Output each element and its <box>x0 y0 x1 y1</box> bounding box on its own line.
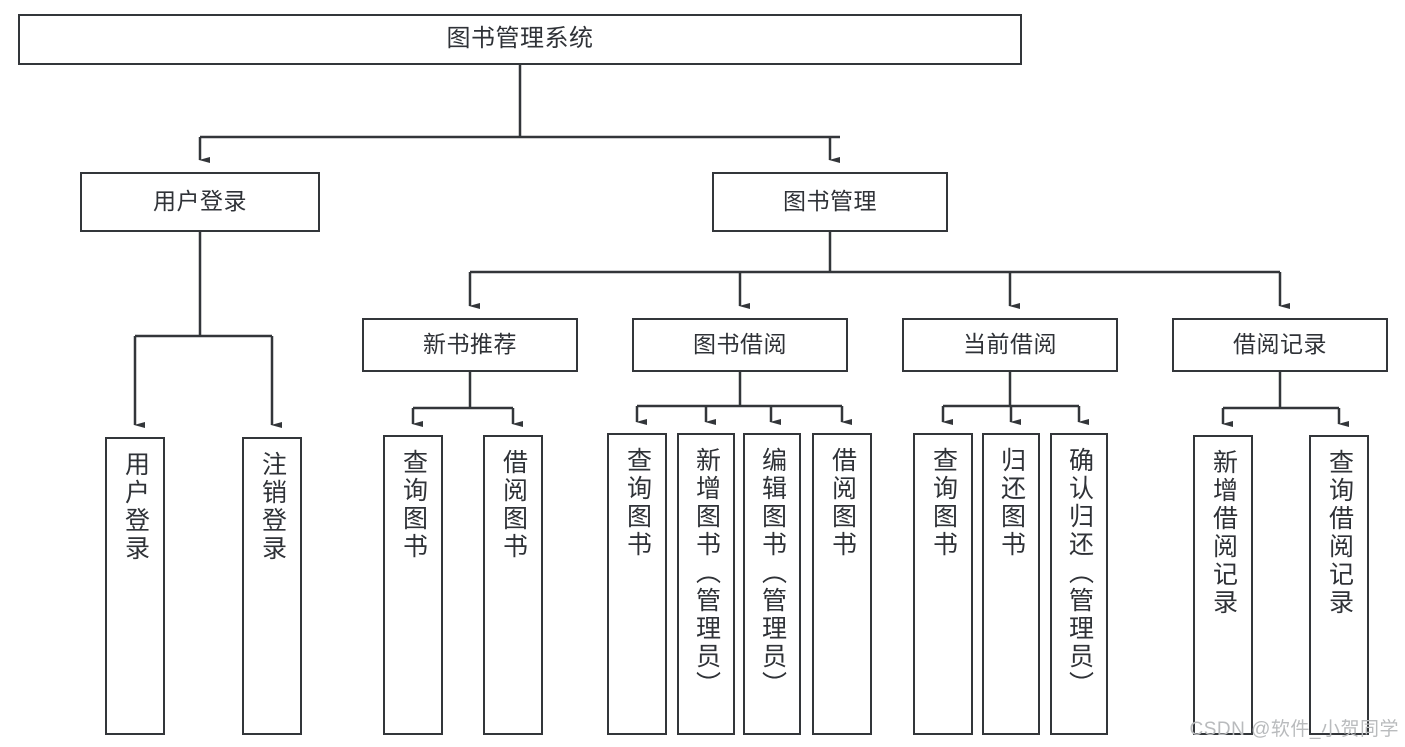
node-book-borrow[interactable]: 图书借阅 <box>632 318 848 372</box>
node-label: 用户登录 <box>153 188 247 215</box>
node-label: 图书管理 <box>783 188 877 215</box>
node-label: 借阅记录 <box>1233 331 1327 358</box>
node-label: 编辑图书（管理员） <box>758 447 787 699</box>
node-borrow-record[interactable]: 借阅记录 <box>1172 318 1388 372</box>
node-label: 新增图书（管理员） <box>692 447 721 699</box>
node-label: 归还图书 <box>997 447 1026 559</box>
node-label: 查询图书 <box>623 447 652 559</box>
node-leaf-borrow-book-2[interactable]: 借阅图书 <box>812 433 872 735</box>
node-leaf-confirm-return[interactable]: 确认归还（管理员） <box>1050 433 1108 735</box>
node-label: 图书管理系统 <box>446 25 594 53</box>
node-label: 新增借阅记录 <box>1209 449 1238 617</box>
node-label: 用户登录 <box>121 451 150 563</box>
node-book-manage[interactable]: 图书管理 <box>712 172 948 232</box>
node-label: 新书推荐 <box>423 331 517 358</box>
node-label: 当前借阅 <box>963 331 1057 358</box>
node-root-system[interactable]: 图书管理系统 <box>18 14 1022 65</box>
node-new-book-recommend[interactable]: 新书推荐 <box>362 318 578 372</box>
node-leaf-return-book[interactable]: 归还图书 <box>982 433 1040 735</box>
node-label: 确认归还（管理员） <box>1065 447 1094 699</box>
node-label: 查询图书 <box>399 449 428 561</box>
node-leaf-borrow-book-1[interactable]: 借阅图书 <box>483 435 543 735</box>
node-leaf-add-book[interactable]: 新增图书（管理员） <box>677 433 735 735</box>
node-label: 查询借阅记录 <box>1325 449 1354 617</box>
node-leaf-query-book-1[interactable]: 查询图书 <box>383 435 443 735</box>
node-label: 借阅图书 <box>499 449 528 561</box>
node-label: 注销登录 <box>258 451 287 563</box>
node-label: 查询图书 <box>929 447 958 559</box>
node-leaf-query-book-3[interactable]: 查询图书 <box>913 433 973 735</box>
node-leaf-logout-login[interactable]: 注销登录 <box>242 437 302 735</box>
node-label: 图书借阅 <box>693 331 787 358</box>
node-leaf-add-record[interactable]: 新增借阅记录 <box>1193 435 1253 735</box>
node-leaf-query-book-2[interactable]: 查询图书 <box>607 433 667 735</box>
node-current-borrow[interactable]: 当前借阅 <box>902 318 1118 372</box>
node-leaf-edit-book[interactable]: 编辑图书（管理员） <box>743 433 801 735</box>
node-leaf-user-login[interactable]: 用户登录 <box>105 437 165 735</box>
node-leaf-query-record[interactable]: 查询借阅记录 <box>1309 435 1369 735</box>
node-user-login[interactable]: 用户登录 <box>80 172 320 232</box>
node-label: 借阅图书 <box>828 447 857 559</box>
